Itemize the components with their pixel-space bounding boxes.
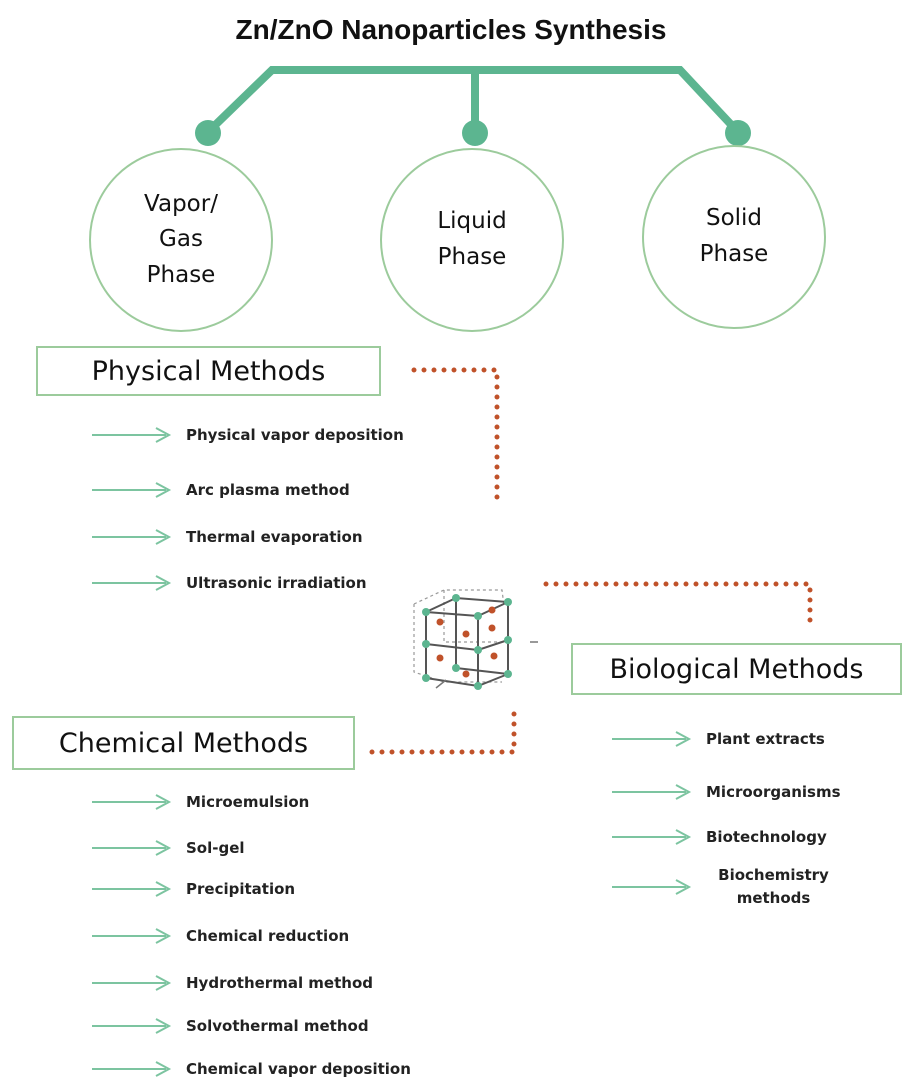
- right-arrow-icon: [612, 878, 692, 895]
- right-arrow-icon: [92, 1018, 172, 1034]
- method-label: Physical vapor deposition: [186, 426, 404, 444]
- method-label: Chemical reduction: [186, 927, 350, 945]
- phase-label: Vapor/ Gas Phase: [144, 190, 218, 288]
- method-label: Microorganisms: [706, 783, 841, 801]
- list-item: Microemulsion: [92, 793, 309, 811]
- biological-methods-heading: Biological Methods: [571, 643, 902, 695]
- list-item: Sol-gel: [92, 839, 245, 857]
- list-item: Physical vapor deposition: [92, 426, 404, 444]
- right-arrow-icon: [92, 529, 172, 545]
- method-label: Solvothermal method: [186, 1017, 369, 1035]
- list-item: Precipitation: [92, 880, 295, 898]
- method-label: Sol-gel: [186, 839, 245, 857]
- method-label: Chemical vapor deposition: [186, 1060, 411, 1078]
- right-arrow-icon: [92, 482, 172, 498]
- connector-dot-liquid: [462, 120, 488, 146]
- method-label: Biotechnology: [706, 828, 827, 846]
- phase-label: Solid Phase: [699, 205, 769, 267]
- list-item: Solvothermal method: [92, 1017, 369, 1035]
- right-arrow-icon: [92, 427, 172, 443]
- right-arrow-icon: [92, 575, 172, 591]
- diagram-title: Zn/ZnO Nanoparticles Synthesis: [235, 14, 667, 45]
- right-arrow-icon: [92, 794, 172, 810]
- list-item: Hydrothermal method: [92, 974, 373, 992]
- right-arrow-icon: [612, 731, 692, 748]
- method-label: Arc plasma method: [186, 481, 350, 499]
- right-arrow-icon: [92, 840, 172, 856]
- connector-dot-solid: [725, 120, 751, 146]
- method-label: Biochemistry methods: [718, 866, 829, 907]
- right-arrow-icon: [612, 784, 692, 801]
- list-item: Chemical reduction: [92, 927, 349, 945]
- list-item: Ultrasonic irradiation: [92, 574, 367, 592]
- chemical-methods-heading: Chemical Methods: [12, 716, 355, 770]
- method-label: Plant extracts: [706, 730, 825, 748]
- right-arrow-icon: [92, 1061, 172, 1077]
- method-label: Microemulsion: [186, 793, 310, 811]
- phase-solid: Solid Phase: [642, 145, 826, 329]
- right-arrow-icon: [92, 975, 172, 991]
- dotted-connector-physical: [411, 367, 500, 509]
- method-label: Hydrothermal method: [186, 974, 374, 992]
- list-item: Chemical vapor deposition: [92, 1060, 411, 1078]
- right-arrow-icon: [612, 829, 692, 846]
- dotted-connector-chemical: [369, 709, 517, 755]
- phase-vapor-gas: Vapor/ Gas Phase: [89, 148, 273, 332]
- right-arrow-icon: [92, 928, 172, 944]
- list-item: Microorganisms: [612, 781, 841, 804]
- dotted-connector-biological: [543, 581, 813, 631]
- connector-dot-vapor: [195, 120, 221, 146]
- phase-liquid: Liquid Phase: [380, 148, 564, 332]
- right-arrow-icon: [92, 881, 172, 897]
- list-item: Biotechnology: [612, 826, 827, 849]
- phase-label: Liquid Phase: [437, 208, 507, 270]
- method-label: Ultrasonic irradiation: [186, 574, 367, 592]
- list-item: Plant extracts: [612, 728, 825, 751]
- crystal-lattice-icon: [413, 589, 538, 690]
- list-item: Biochemistry methods: [612, 864, 841, 909]
- method-label: Precipitation: [186, 880, 296, 898]
- method-label: Thermal evaporation: [186, 528, 363, 546]
- list-item: Thermal evaporation: [92, 528, 363, 546]
- list-item: Arc plasma method: [92, 481, 350, 499]
- physical-methods-heading: Physical Methods: [36, 346, 381, 396]
